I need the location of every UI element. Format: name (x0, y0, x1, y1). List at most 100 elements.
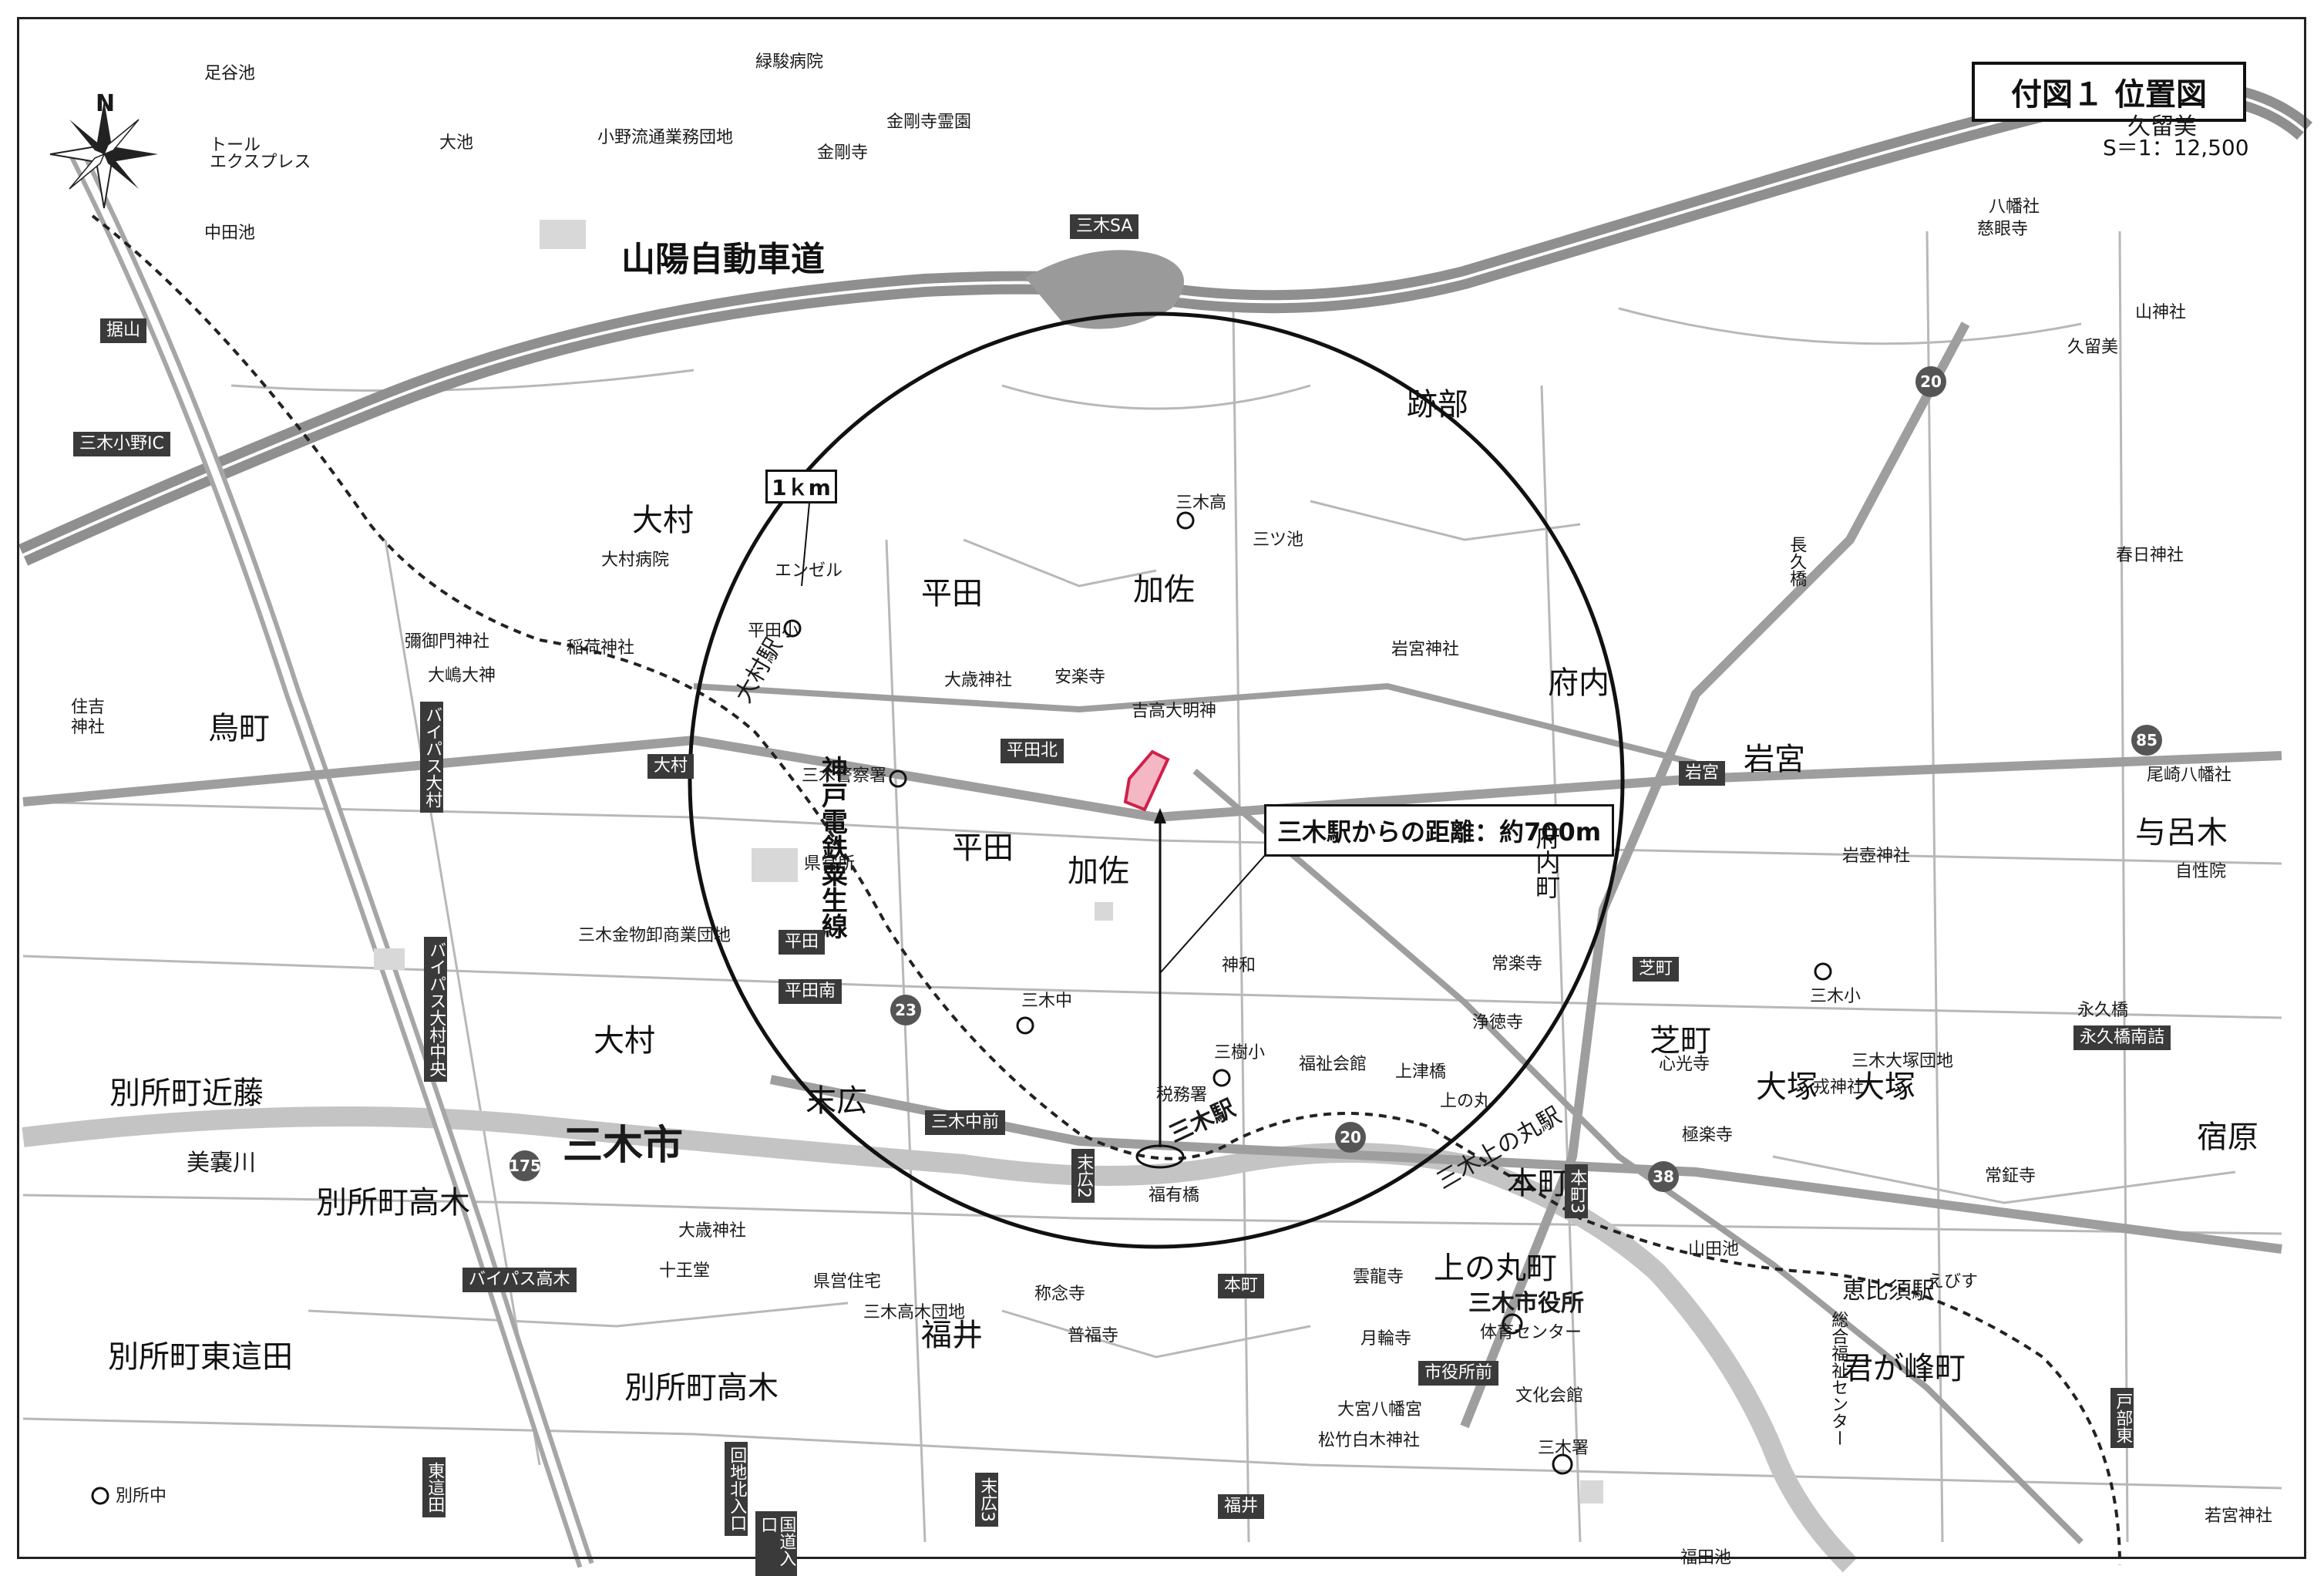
temple-jigen: 慈眼寺 (1977, 220, 2029, 239)
intersection-shiba: 芝町 (1633, 957, 1680, 982)
highway-label: 山陽自動車道 (621, 240, 825, 279)
district-iwamiya: 岩宮 (1744, 742, 1805, 777)
shrine-ohtoshi-2: 大歳神社 (678, 1221, 747, 1241)
intersection-tobunnan: 戸部東 (2110, 1388, 2134, 1448)
map-scale: S＝1：12,500 (2103, 135, 2249, 160)
gym-center: 体育センター (1480, 1323, 1582, 1342)
shinwa: 神和 (1222, 956, 1256, 975)
district-atobe: 跡部 (1407, 387, 1468, 423)
district-besshohigashi: 別所町東這田 (108, 1339, 293, 1375)
district-shukuhara: 宿原 (2197, 1120, 2258, 1155)
enzeru: エンゼル (775, 561, 843, 581)
sa-label: 三木SA (1070, 214, 1139, 240)
shrine-ohshima: 大嶋大神 (428, 666, 496, 685)
district-hirata-s: 平田 (952, 830, 1014, 866)
intersection-higashiteda: 東這田 (422, 1457, 446, 1517)
intersection-suehiro2: 末広2 (1071, 1149, 1095, 1203)
intersection-hiratakita: 平田北 (1001, 739, 1064, 764)
district-honmachi: 本町 (1507, 1166, 1569, 1201)
welfare-hall: 福祉会館 (1299, 1055, 1367, 1074)
svg-text:38: 38 (1653, 1167, 1674, 1186)
mitsuike: 三ツ池 (1253, 530, 1304, 550)
distance-label: 三木駅からの距離：約700m (1264, 804, 1615, 857)
miki-es: 三木小 (1810, 987, 1862, 1006)
minor-roads (22, 231, 2282, 1543)
district-besshotakagi-s: 別所町高木 (624, 1370, 779, 1406)
shrine-yamakami: 山神社 (2135, 303, 2187, 322)
temple-gachirinji: 月輪寺 (1360, 1329, 1412, 1349)
shrine-kasuga: 春日神社 (2116, 546, 2184, 565)
toll-express: トール エクスプレス (210, 136, 311, 172)
target-site (1123, 749, 1170, 812)
facility-circles (91, 511, 1832, 1505)
intersection-nagahisa: 永久橋南詰 (2073, 1025, 2171, 1051)
rail-line-label: 神戸電鉄粟生線 (816, 756, 848, 939)
temple-gokurakuji: 極楽寺 (1682, 1126, 1734, 1145)
hardware-wholesale: 三木金物卸商業団地 (578, 926, 732, 945)
city-hall: 三木市役所 (1468, 1290, 1584, 1317)
district-yoroki: 与呂木 (2135, 815, 2228, 850)
kongoji-cemetery: 金剛寺霊園 (886, 113, 972, 132)
intersection-shiyakusho: 市役所前 (1418, 1361, 1499, 1386)
yamadaike: 山田池 (1688, 1240, 1740, 1259)
shrine-sumiyoshi: 住吉 神社 (71, 698, 106, 738)
district-suehiro: 末広 (805, 1083, 867, 1119)
district-besshochokondo: 別所町近藤 (109, 1076, 264, 1111)
district-hirata-n: 平田 (921, 576, 983, 611)
sa-area (1025, 250, 1184, 329)
shrine-ebisu-jinja: 戎神社 (1813, 1078, 1865, 1097)
svg-text:23: 23 (895, 1001, 916, 1019)
shrine-ebisu: えびす (1927, 1272, 1979, 1291)
prefectural-office: 県営所 (804, 854, 856, 874)
fire-station: 三木署 (1538, 1439, 1589, 1458)
ashitaraike: 足谷池 (204, 64, 256, 83)
interchange-label: 三木小野IC (73, 432, 170, 457)
general-welfare-center: 総合福祉センター (1828, 1311, 1848, 1446)
mino-river-label: 美嚢川 (187, 1150, 256, 1177)
miki-jhs: 三木中 (1021, 992, 1073, 1011)
km-leader (801, 502, 810, 587)
leader-line (1159, 838, 1280, 974)
fukuari-bridge: 福有橋 (1149, 1186, 1200, 1205)
intersection-hirata: 平田 (779, 930, 826, 955)
map-title: 付図１ 位置図 (1972, 62, 2246, 122)
intersection-takagi: バイパス高木 (462, 1268, 577, 1293)
district-kaminomaru-cho: 上の丸町 (1434, 1251, 1557, 1286)
miki-shoss: 三樹小 (1214, 1043, 1266, 1062)
ohmura-hospital: 大村病院 (601, 551, 670, 570)
road-diag (1192, 768, 2084, 1544)
intersection-kitacho: 回地北入口 (725, 1442, 748, 1536)
kongoji: 金剛寺 (817, 143, 869, 163)
temple-shinkouji: 心光寺 (1659, 1055, 1710, 1074)
road-ne (693, 682, 1697, 766)
intersection-kokudo: 国道入口 (755, 1511, 798, 1576)
bessho-jhs: 別所中 (116, 1487, 167, 1506)
district-otsuka-2: 大塚 (1854, 1069, 1915, 1105)
intersection-miki-naka: 三木中前 (925, 1110, 1006, 1136)
district-kasa-s: 加佐 (1068, 854, 1129, 889)
shrine-ohmiya: 大宮八幡宮 (1337, 1400, 1423, 1419)
shrine-ohtoshi: 大歳神社 (944, 671, 1013, 690)
district-shimamachi: 鳥町 (208, 711, 270, 746)
intersection-suehiro3: 末広3 (975, 1473, 999, 1527)
temple-joutokuji: 浄徳寺 (1472, 1013, 1524, 1032)
svg-text:85: 85 (2136, 731, 2158, 749)
arrow-head (1154, 808, 1166, 823)
fukudaike: 福田池 (1680, 1548, 1732, 1568)
intersection-fukui: 福井 (1218, 1494, 1265, 1520)
district-ohmura-n: 大村 (632, 503, 694, 538)
district-kurumi: 久留美 (2127, 113, 2197, 140)
district-kasa-n: 加佐 (1133, 572, 1195, 608)
shrine-obao: 尾崎八幡社 (2147, 766, 2232, 785)
takagi-danchi: 三木高木団地 (863, 1303, 966, 1322)
ryokuryo-hospital: 緑駿病院 (755, 52, 824, 72)
city-label: 三木市 (563, 1123, 684, 1169)
juoudo: 十王堂 (659, 1261, 711, 1281)
temple-fukufukuji: 普福寺 (1068, 1326, 1119, 1345)
shrine-kichitaka: 吉高大明神 (1132, 702, 1217, 721)
svg-text:20: 20 (1340, 1128, 1361, 1147)
district-fuchi-machi: 府内町 (1532, 825, 1562, 899)
ohike: 大池 (439, 133, 474, 153)
temple-jojuji: 常鉦寺 (1985, 1167, 2036, 1186)
shrine-tamamikado: 彌御門神社 (405, 632, 490, 652)
